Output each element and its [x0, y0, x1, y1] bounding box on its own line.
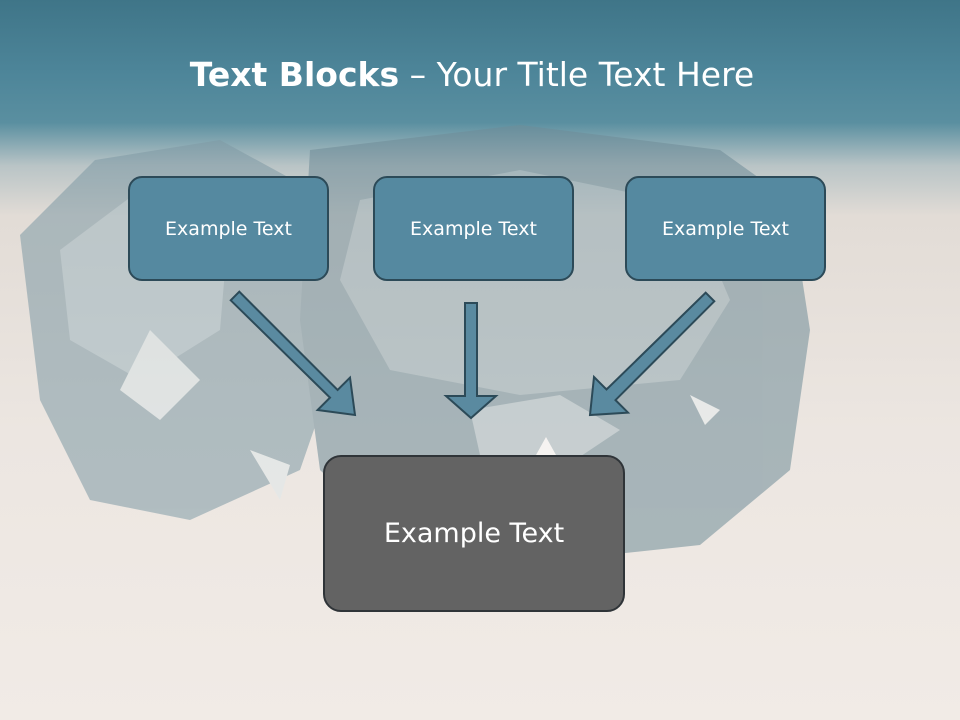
- arrow-left-icon: [229, 290, 357, 417]
- title-dash: –: [399, 55, 437, 94]
- title-bold-text: Text Blocks: [189, 55, 400, 94]
- text-block-3[interactable]: Example Text: [625, 176, 826, 281]
- arrow-down-icon: [443, 302, 499, 420]
- center-text-block-label: Example Text: [383, 518, 565, 549]
- slide-title: Text Blocks – Your Title Text Here: [0, 54, 944, 96]
- text-block-2-label: Example Text: [410, 217, 537, 240]
- center-text-block[interactable]: Example Text: [323, 455, 625, 612]
- text-block-2[interactable]: Example Text: [373, 176, 574, 281]
- text-block-3-label: Example Text: [662, 217, 789, 240]
- text-block-1-label: Example Text: [165, 217, 292, 240]
- text-block-1[interactable]: Example Text: [128, 176, 329, 281]
- arrow-right-icon: [588, 291, 716, 417]
- title-rest-text: Your Title Text Here: [436, 55, 755, 94]
